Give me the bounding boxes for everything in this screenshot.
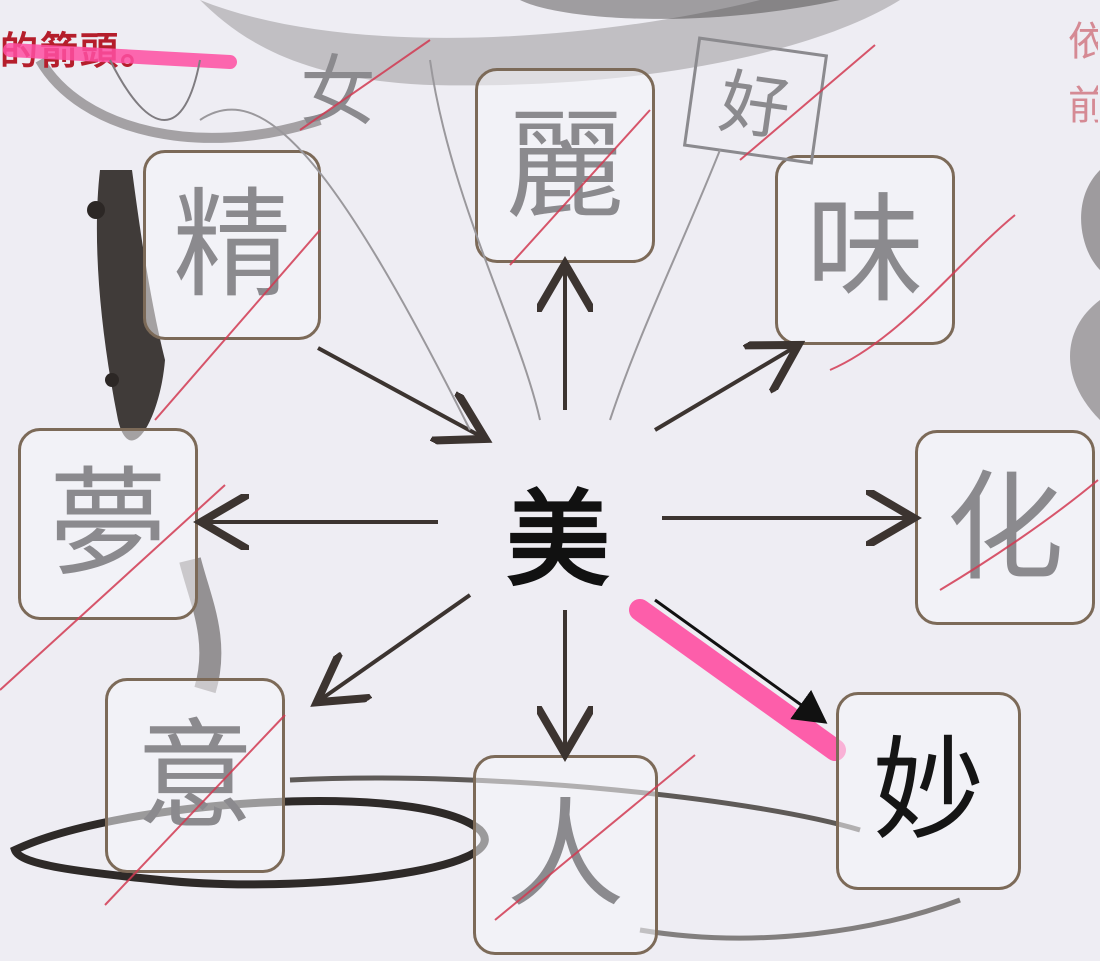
brush-stem-left bbox=[96, 170, 165, 441]
pencil-note-nv: 女 bbox=[300, 47, 376, 136]
brush-right-mid bbox=[1070, 300, 1100, 420]
brush-dot bbox=[105, 373, 119, 387]
printed-char-miao: 妙 bbox=[872, 726, 985, 856]
pencil-char-ren: 人 bbox=[506, 786, 625, 924]
box-hua: 化 bbox=[915, 430, 1095, 625]
brush-dot bbox=[87, 201, 105, 219]
pencil-note-box-hao: 好 bbox=[682, 36, 829, 165]
box-jing: 精 bbox=[143, 150, 321, 340]
brush-shade-top-dark bbox=[520, 0, 840, 19]
box-meng: 夢 bbox=[18, 428, 198, 620]
box-yi: 意 bbox=[105, 678, 285, 873]
pencil-note-hao: 好 bbox=[714, 60, 796, 152]
center-char-mei: 美 bbox=[505, 477, 610, 601]
pencil-char-li: 麗 bbox=[505, 96, 624, 235]
brush-right-top bbox=[1081, 170, 1100, 270]
pencil-char-yi: 意 bbox=[135, 706, 254, 845]
instruction-text-fragment: 的箭頭。 bbox=[0, 28, 161, 73]
box-li: 麗 bbox=[475, 68, 655, 263]
margin-text-fragment: 依前 bbox=[1068, 19, 1098, 129]
box-ren: 人 bbox=[473, 755, 658, 955]
box-wei: 味 bbox=[775, 155, 955, 345]
pencil-char-hua: 化 bbox=[945, 458, 1064, 597]
pencil-char-meng: 夢 bbox=[48, 455, 167, 593]
pencil-char-wei: 味 bbox=[805, 181, 924, 319]
pencil-char-jing: 精 bbox=[172, 176, 291, 314]
brush-line-bottom-right bbox=[639, 897, 961, 941]
box-miao: 妙 bbox=[836, 692, 1021, 890]
